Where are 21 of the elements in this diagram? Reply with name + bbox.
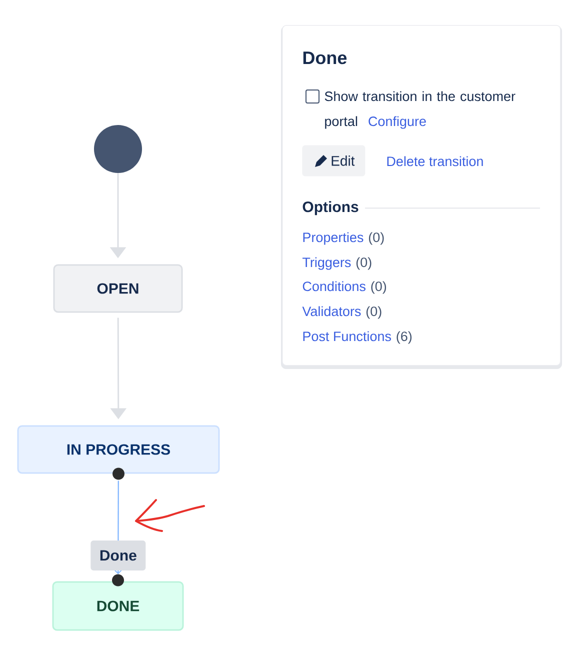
link: Conditions — [302, 281, 366, 292]
link: Properties — [303, 232, 364, 245]
status-box: IN PROGRESS — [17, 425, 220, 474]
start-circle — [94, 125, 142, 173]
link: Configure — [368, 116, 426, 129]
edge-label: Done — [90, 540, 146, 570]
panel-title: Done — [303, 52, 347, 64]
count-label: (0) — [356, 257, 372, 270]
count-label: (0) — [366, 306, 382, 319]
link: Post Functions — [303, 331, 391, 342]
section-heading: Options — [302, 201, 358, 216]
count-label: (0) — [371, 281, 386, 294]
status-box: OPEN — [53, 264, 183, 313]
link: Triggers — [302, 257, 351, 270]
edit-button: Edit — [302, 145, 366, 176]
count-label: (0) — [368, 232, 384, 245]
link: Validators — [302, 306, 361, 316]
link: Delete transition — [387, 156, 483, 166]
checkbox-label: Show transition in the customer portal Configure — [324, 91, 516, 129]
status-box: DONE — [52, 581, 184, 631]
count-label: (6) — [396, 331, 412, 344]
